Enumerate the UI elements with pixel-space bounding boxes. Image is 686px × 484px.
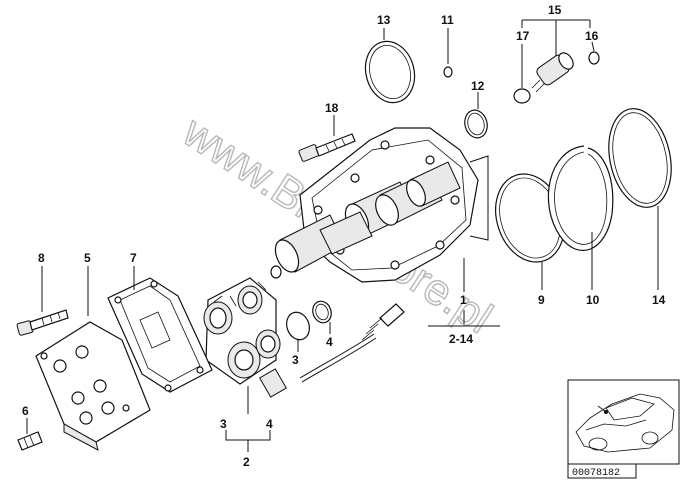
part-11-ring[interactable] xyxy=(443,66,453,78)
label-5: 5 xyxy=(84,251,91,265)
label-2: 2 xyxy=(243,455,250,469)
label-14: 14 xyxy=(652,293,666,307)
part-18-bolt[interactable] xyxy=(298,133,356,162)
label-9: 9 xyxy=(538,293,545,307)
part-6-stud[interactable] xyxy=(17,431,43,451)
label-17: 17 xyxy=(516,29,530,43)
label-2-14: 2-14 xyxy=(449,332,473,346)
car-silhouette-icon xyxy=(575,393,675,453)
part-4-ring[interactable] xyxy=(310,299,334,326)
label-8: 8 xyxy=(38,251,45,265)
label-15: 15 xyxy=(548,3,562,17)
label-3: 3 xyxy=(220,417,227,431)
part-17-ring[interactable] xyxy=(513,88,531,104)
reference-code: 00078182 xyxy=(572,468,620,479)
hydraulic-unit-housing[interactable] xyxy=(270,127,479,283)
speed-sensor-cable[interactable] xyxy=(259,303,405,398)
part-5-cover-plate[interactable] xyxy=(35,321,151,451)
part-12-ring[interactable] xyxy=(462,108,490,141)
part-14-large-ring[interactable] xyxy=(600,103,679,213)
part-3-ring[interactable] xyxy=(283,309,313,343)
label-1: 1 xyxy=(460,293,467,307)
label-6: 6 xyxy=(22,404,29,418)
part-16-small-ring[interactable] xyxy=(588,51,600,65)
label-10: 10 xyxy=(586,293,600,307)
label-4-ring: 4 xyxy=(326,335,333,349)
part-8-bolt[interactable] xyxy=(16,309,69,336)
part-13-oring[interactable] xyxy=(359,36,421,108)
vehicle-reference-box: 00078182 xyxy=(567,379,680,479)
label-16: 16 xyxy=(585,29,599,43)
part-2-valve-block[interactable] xyxy=(203,277,281,385)
label-7: 7 xyxy=(130,251,137,265)
part-10-snap-ring[interactable] xyxy=(547,145,614,252)
label-13: 13 xyxy=(377,13,391,27)
part-15-valve-insert[interactable] xyxy=(531,50,576,93)
label-11: 11 xyxy=(441,13,454,27)
label-18: 18 xyxy=(325,101,339,115)
label-12: 12 xyxy=(471,79,485,93)
label-3-ring: 3 xyxy=(292,353,299,367)
part-7-gasket[interactable] xyxy=(107,277,213,393)
label-4: 4 xyxy=(266,417,273,431)
solenoid-cylinder-5 xyxy=(319,211,373,255)
solenoid-cylinder-4 xyxy=(406,161,461,207)
